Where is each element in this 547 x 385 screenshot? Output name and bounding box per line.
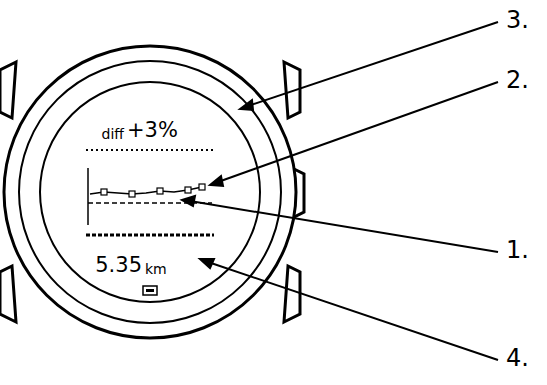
field-label: diff [102,127,124,141]
callout-number: 1. [506,238,529,262]
callout-number: 4. [506,346,529,370]
graph-axis [87,168,89,225]
graph-line [90,187,202,194]
unit-label: km [145,262,167,276]
bezel [19,61,281,323]
leader-line [190,201,498,252]
distance-value: 5.35 [95,255,142,276]
watch-body [4,46,296,338]
button [0,62,16,118]
button [0,266,16,322]
leader-line [208,262,498,360]
graph-baseline [86,234,214,237]
leader-line [218,82,498,182]
graph-markers [101,184,205,197]
callout-number: 2. [506,68,529,92]
field-value: +3% [127,120,178,141]
arrowhead [182,196,195,206]
leader-line [248,22,498,106]
battery-icon [143,286,157,295]
arrowhead [200,259,214,268]
arrowhead [210,176,223,186]
callout-number: 3. [506,8,529,32]
battery-icon [146,289,154,292]
arrowhead [240,100,253,110]
button [284,266,300,322]
separator [86,149,216,151]
